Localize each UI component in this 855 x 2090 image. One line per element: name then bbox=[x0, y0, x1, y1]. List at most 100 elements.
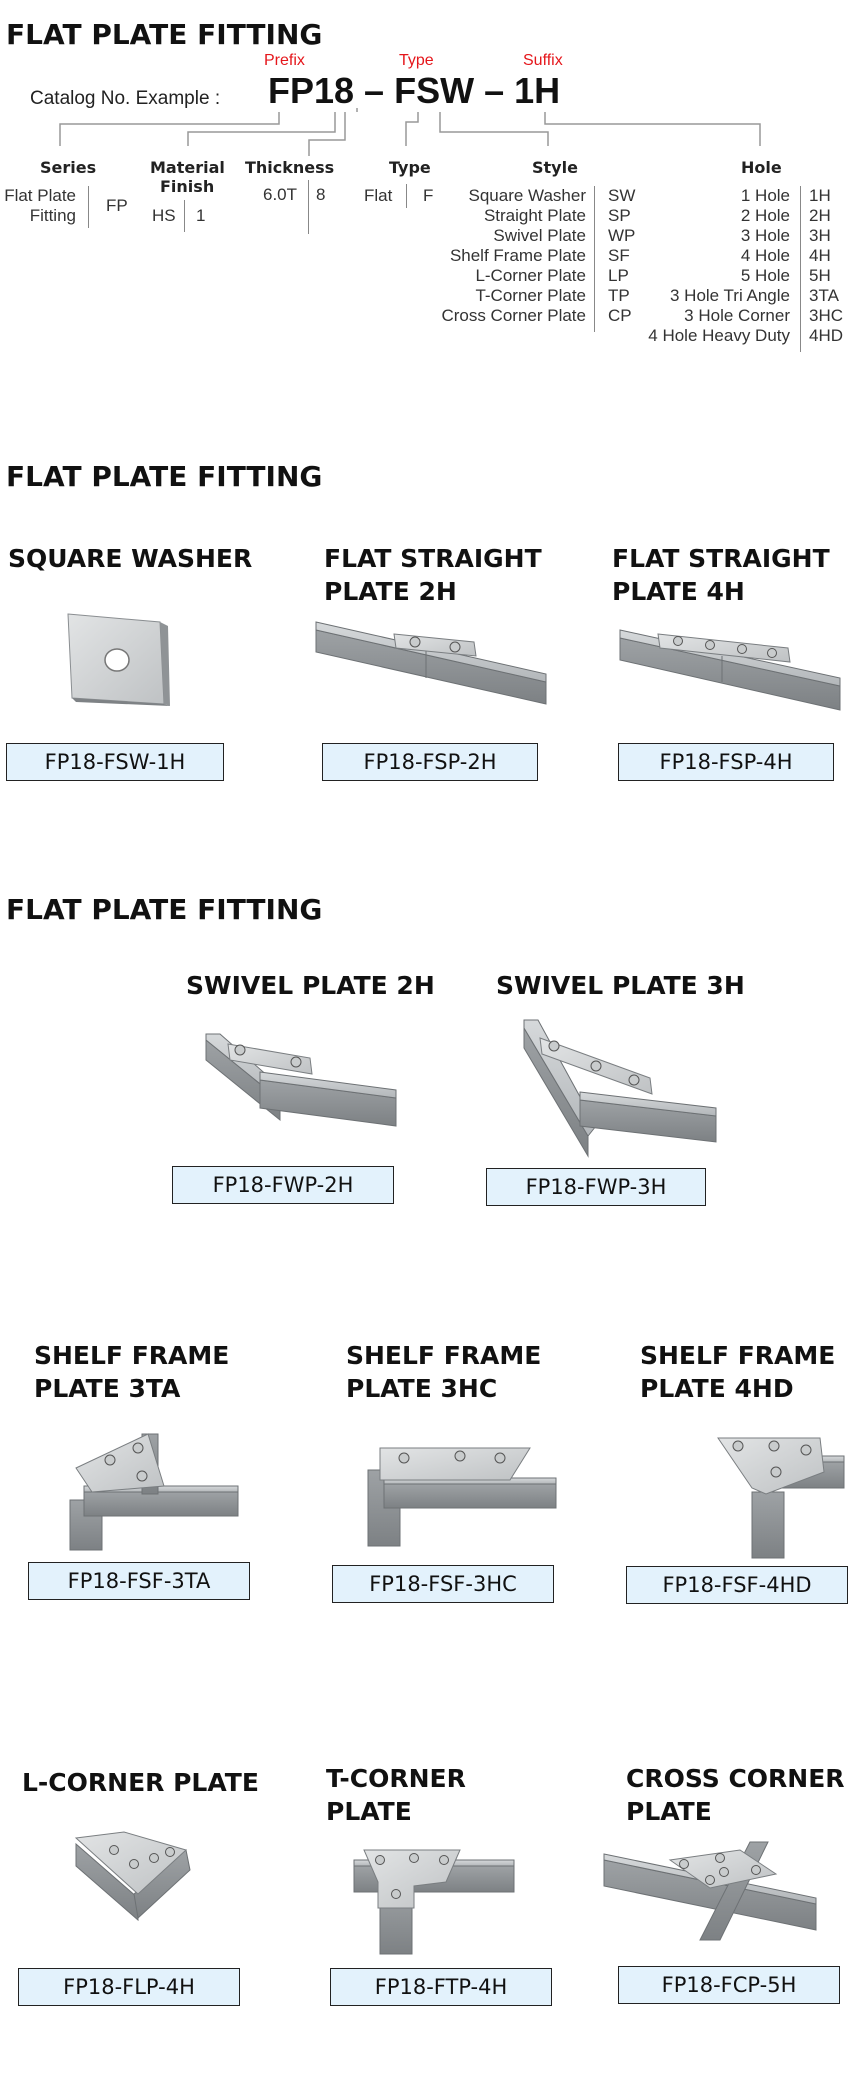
style-title: Style bbox=[532, 158, 578, 177]
divider bbox=[184, 200, 185, 232]
hole-name: 1 Hole bbox=[740, 186, 790, 205]
divider bbox=[88, 186, 89, 228]
product-title: SWIVEL PLATE 2H bbox=[186, 971, 435, 1000]
product-code-box: FP18-FLP-4H bbox=[18, 1968, 240, 2006]
style-codes: SW SP WP SF LP TP CP bbox=[608, 186, 635, 326]
shelf-plate-4hd-image bbox=[717, 1437, 845, 1559]
hole-code: 5H bbox=[809, 266, 831, 285]
product-code-box: FP18-FSW-1H bbox=[6, 743, 224, 781]
hole-title: Hole bbox=[741, 158, 782, 177]
material-name: HS bbox=[152, 206, 176, 225]
hole-name: 3 Hole Corner bbox=[684, 306, 790, 325]
hole-code: 3H bbox=[809, 226, 831, 245]
hole-code: 4H bbox=[809, 246, 831, 265]
type-code: F bbox=[423, 186, 434, 205]
hole-code: 1H bbox=[809, 186, 831, 205]
swivel-plate-2h-image bbox=[205, 1033, 397, 1127]
product-title-line2: PLATE bbox=[326, 1797, 412, 1826]
style-code: LP bbox=[608, 266, 629, 285]
divider bbox=[800, 186, 801, 352]
series-title: Series bbox=[40, 158, 97, 177]
type-title: Type bbox=[389, 158, 431, 177]
hole-names: 1 Hole 2 Hole 3 Hole 4 Hole 5 Hole 3 Hol… bbox=[590, 186, 790, 346]
style-code: SP bbox=[608, 206, 631, 225]
code-prefix: FP18 bbox=[268, 70, 355, 111]
t-corner-plate-image bbox=[353, 1849, 515, 1955]
square-washer-image bbox=[67, 613, 170, 706]
style-name: Swivel Plate bbox=[493, 226, 586, 245]
divider bbox=[594, 186, 595, 332]
section-title: FLAT PLATE FITTING bbox=[6, 893, 323, 926]
product-code-box: FP18-FCP-5H bbox=[618, 1966, 840, 2004]
style-name: T-Corner Plate bbox=[475, 286, 586, 305]
product-code-box: FP18-FWP-3H bbox=[486, 1168, 706, 1206]
material-title-line2: Finish bbox=[160, 177, 215, 196]
catalog-code-example: FP18 – FSW – 1H bbox=[268, 70, 560, 114]
series-code: FP bbox=[106, 196, 128, 215]
product-title-line1: FLAT STRAIGHT bbox=[612, 544, 830, 573]
code-dash: – bbox=[484, 70, 505, 111]
product-title-line2: PLATE bbox=[626, 1797, 712, 1826]
hole-code: 3HC bbox=[809, 306, 844, 325]
style-name: Square Washer bbox=[468, 186, 586, 205]
product-title-line1: SHELF FRAME bbox=[34, 1341, 230, 1370]
series-name-line2: Fitting bbox=[29, 206, 76, 225]
product-title-line1: CROSS CORNER bbox=[626, 1764, 845, 1793]
divider bbox=[308, 180, 309, 234]
thickness-title: Thickness bbox=[245, 158, 335, 177]
hole-name: 2 Hole bbox=[740, 206, 790, 225]
page-title: FLAT PLATE FITTING bbox=[6, 18, 323, 51]
type-name: Flat bbox=[364, 186, 393, 205]
cross-corner-plate-image bbox=[603, 1841, 817, 1941]
style-name: Shelf Frame Plate bbox=[449, 246, 586, 265]
style-name: Cross Corner Plate bbox=[441, 306, 586, 325]
material-code: 1 bbox=[196, 206, 206, 225]
hole-code: 2H bbox=[809, 206, 831, 225]
shelf-plate-3hc-image bbox=[367, 1447, 557, 1547]
product-title: SWIVEL PLATE 3H bbox=[496, 971, 745, 1000]
product-title-line1: SHELF FRAME bbox=[346, 1341, 542, 1370]
product-code-box: FP18-FWP-2H bbox=[172, 1166, 394, 1204]
style-code: SF bbox=[608, 246, 630, 265]
type-label: Type bbox=[399, 52, 434, 69]
l-corner-plate-image bbox=[74, 1831, 191, 1922]
divider bbox=[406, 184, 407, 208]
hole-name: 3 Hole Tri Angle bbox=[669, 286, 790, 305]
product-title-line1: FLAT STRAIGHT bbox=[324, 544, 542, 573]
code-type: FSW bbox=[394, 70, 475, 111]
product-code-box: FP18-FSP-2H bbox=[322, 743, 538, 781]
product-title-line2: PLATE 4HD bbox=[640, 1374, 794, 1403]
product-code-box: FP18-FSP-4H bbox=[618, 743, 834, 781]
style-code: SW bbox=[608, 186, 636, 205]
hole-name: 4 Hole bbox=[740, 246, 790, 265]
product-title-line2: PLATE 4H bbox=[612, 577, 745, 606]
style-names: Square Washer Straight Plate Swivel Plat… bbox=[380, 186, 586, 326]
style-code: WP bbox=[608, 226, 636, 245]
style-code: TP bbox=[608, 286, 630, 305]
hole-name: 4 Hole Heavy Duty bbox=[648, 326, 790, 345]
section-title: FLAT PLATE FITTING bbox=[6, 460, 323, 493]
style-code: CP bbox=[608, 306, 632, 325]
prefix-label: Prefix bbox=[264, 52, 305, 69]
code-suffix: 1H bbox=[514, 70, 561, 111]
product-code-box: FP18-FTP-4H bbox=[330, 1968, 552, 2006]
suffix-label: Suffix bbox=[523, 52, 563, 69]
product-code-box: FP18-FSF-3TA bbox=[28, 1562, 250, 1600]
product-code-box: FP18-FSF-4HD bbox=[626, 1566, 848, 1604]
hole-code: 3TA bbox=[809, 286, 839, 305]
series-name-line1: Flat Plate bbox=[4, 186, 76, 205]
material-title-line1: Material bbox=[150, 158, 225, 177]
product-code-box: FP18-FSF-3HC bbox=[332, 1565, 554, 1603]
thickness-code: 8 bbox=[316, 185, 326, 204]
hole-code: 4HD bbox=[809, 326, 844, 345]
straight-plate-2h-image bbox=[315, 621, 547, 705]
legend-connector-lines bbox=[59, 108, 761, 156]
hole-name: 5 Hole bbox=[740, 266, 790, 285]
thickness-name: 6.0T bbox=[263, 185, 298, 204]
hole-codes: 1H 2H 3H 4H 5H 3TA 3HC 4HD bbox=[809, 186, 843, 346]
straight-plate-4h-image bbox=[619, 629, 841, 711]
style-name: Straight Plate bbox=[483, 206, 586, 225]
code-dash: – bbox=[364, 70, 385, 111]
product-title-line2: PLATE 2H bbox=[324, 577, 457, 606]
style-name: L-Corner Plate bbox=[475, 266, 586, 285]
